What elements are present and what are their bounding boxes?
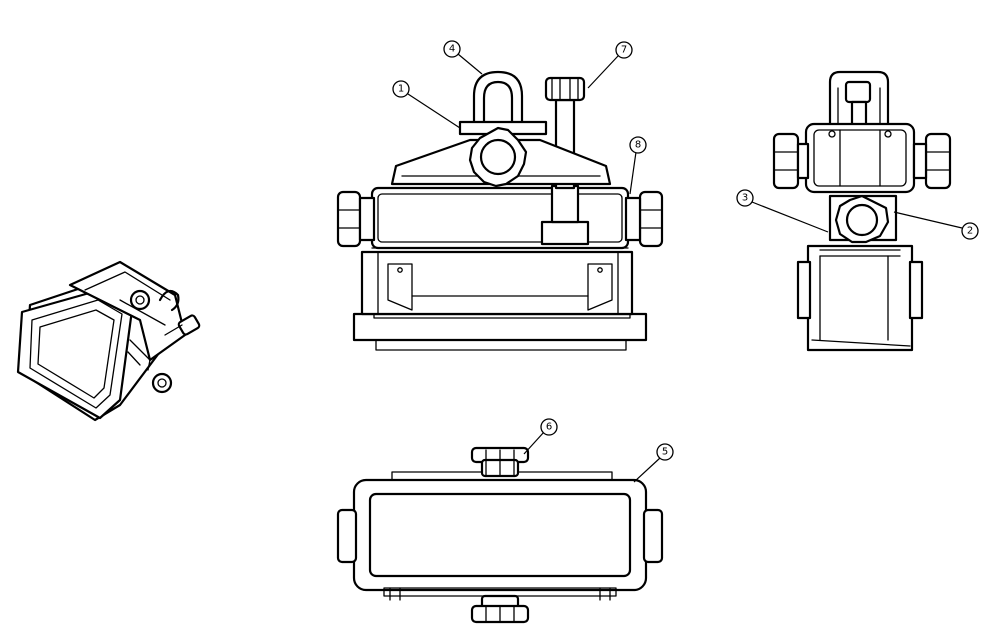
balloon-7: 7 — [615, 41, 633, 59]
balloon-2-label: 2 — [967, 226, 973, 237]
isometric-view — [16, 260, 201, 422]
balloon-5: 5 — [656, 443, 674, 461]
balloon-1: 1 — [392, 80, 410, 98]
balloon-8-label: 8 — [635, 140, 641, 151]
balloon-1-label: 1 — [398, 84, 404, 95]
balloon-6: 6 — [540, 418, 558, 436]
balloon-5-label: 5 — [662, 447, 668, 458]
balloon-7-label: 7 — [621, 45, 627, 56]
balloon-6-label: 6 — [546, 422, 552, 433]
balloon-4-label: 4 — [449, 44, 455, 55]
balloon-3-label: 3 — [742, 193, 748, 204]
balloon-8: 8 — [629, 136, 647, 154]
front-view — [336, 70, 664, 351]
leader-lines — [407, 53, 963, 483]
balloon-3: 3 — [736, 189, 754, 207]
balloon-2: 2 — [961, 222, 979, 240]
top-view — [336, 446, 664, 624]
balloon-4: 4 — [443, 40, 461, 58]
side-view — [772, 70, 952, 352]
